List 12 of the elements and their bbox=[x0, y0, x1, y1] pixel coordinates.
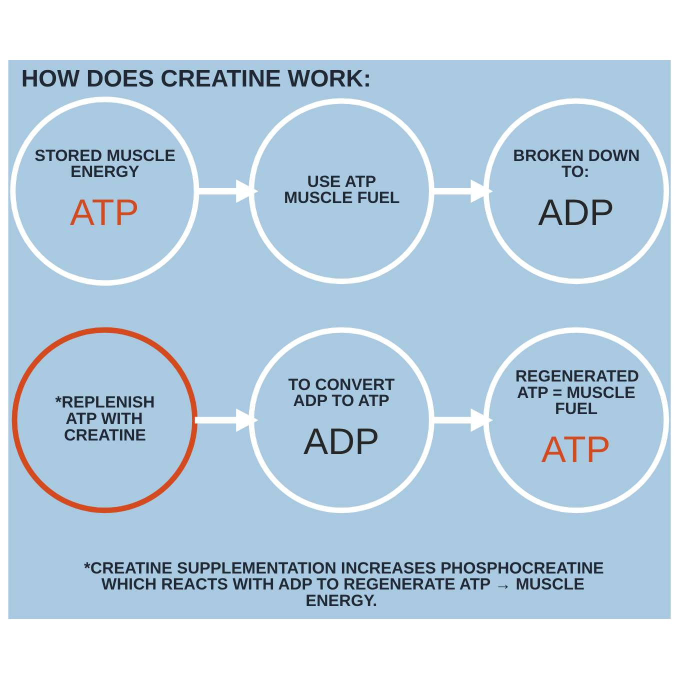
node-circle: *REPLENISH ATP WITH CREATINE bbox=[12, 327, 198, 514]
caption: *CREATINE SUPPLEMENTATION INCREASES PHOSPHOCREATINE WHICH REACTS WITH ADP TO REGENERATE ATP → MUSCLE ENERGY. bbox=[84, 559, 604, 610]
node-circle: STORED MUSCLE ENERGY ATP bbox=[10, 96, 200, 286]
node-circle: BROKEN DOWN TO: ADP bbox=[483, 98, 670, 284]
arrow bbox=[432, 408, 493, 432]
arrow bbox=[197, 180, 258, 203]
node-circle: TO CONVERT ADP TO ATP ADP bbox=[248, 327, 434, 514]
node-circle: REGENERATED ATP = MUSCLE FUEL ATP bbox=[483, 327, 670, 514]
arrow bbox=[432, 180, 493, 203]
arrow bbox=[194, 408, 258, 432]
diagram-title: HOW DOES CREATINE WORK: bbox=[21, 66, 372, 93]
node-circle: USE ATP MUSCLE FUEL bbox=[248, 98, 434, 284]
